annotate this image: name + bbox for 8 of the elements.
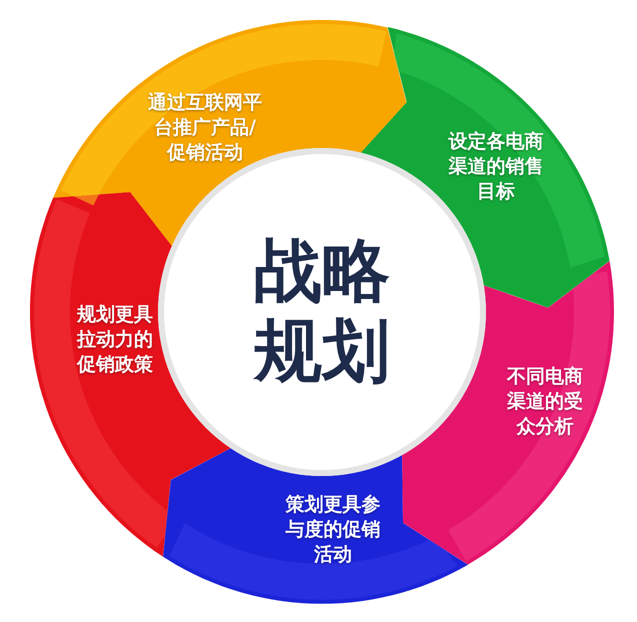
center-title: 战略规划 (252, 232, 391, 392)
segment-label: 设定各电商渠道的销售目标 (447, 129, 544, 204)
segment-label: 不同电商渠道的受众分析 (506, 364, 584, 440)
segment-label: 策划更具参与度的促销活动 (284, 492, 382, 568)
segment-label: 规划更具拉动力的促销政策 (76, 302, 154, 378)
arrow-segment (402, 261, 614, 565)
segment-label: 通过互联网平台推广产品/促销活动 (146, 90, 263, 166)
arrow-segment (162, 446, 468, 604)
